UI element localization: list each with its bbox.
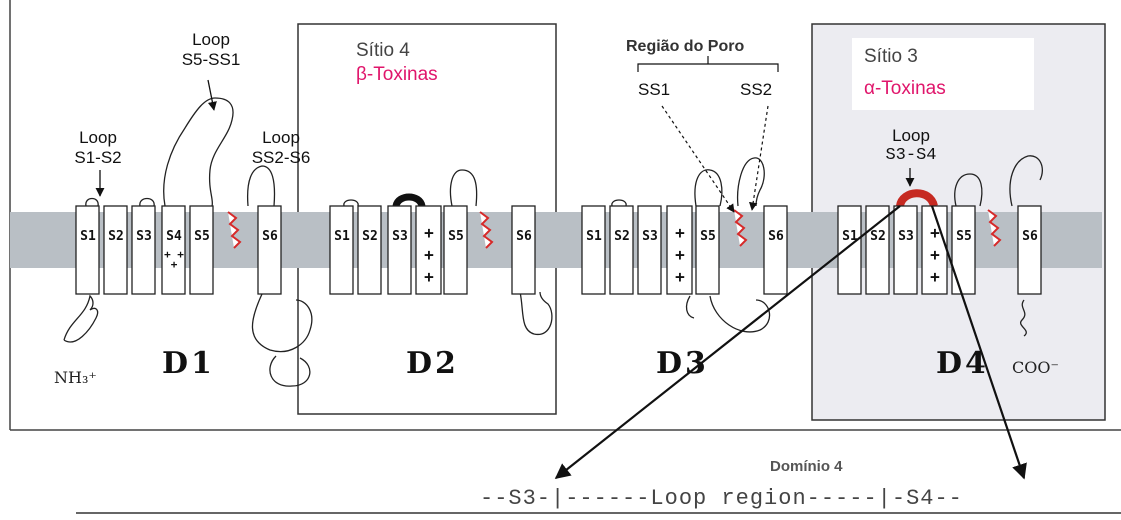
pore-ss1-label: SS1 xyxy=(638,80,670,100)
d2-s4-charges: + + + xyxy=(419,222,439,288)
d3-s1-label: S1 xyxy=(584,230,604,243)
site3-toxin: α-Toxinas xyxy=(864,78,946,100)
site4-title: Sítio 4 xyxy=(356,40,410,62)
d4-s5-label: S5 xyxy=(954,230,974,243)
d2-s2-label: S2 xyxy=(360,230,380,243)
site3-title: Sítio 3 xyxy=(864,46,918,68)
d4-s2-label: S2 xyxy=(868,230,888,243)
pore-region-title: Região do Poro xyxy=(626,38,744,56)
d2-s6-label: S6 xyxy=(514,230,534,243)
d1-s6-label: S6 xyxy=(260,230,280,243)
domain-d2: D2 xyxy=(406,346,459,381)
domain4-caption: Domínio 4 xyxy=(770,458,843,475)
d1-s1-label: S1 xyxy=(78,230,98,243)
d2-s5-label: S5 xyxy=(446,230,466,243)
d2-s1-label: S1 xyxy=(332,230,352,243)
d4-s1-label: S1 xyxy=(840,230,860,243)
sequence-underline xyxy=(76,512,1121,514)
d1-s4-label: S4 xyxy=(164,230,184,243)
domain-d3: D3 xyxy=(656,346,709,381)
sequence-line: --S3-|------Loop region-----|-S4-- xyxy=(480,486,963,511)
c-terminus-label: COO⁻ xyxy=(1012,358,1059,377)
d1-s2-label: S2 xyxy=(106,230,126,243)
domain-d4: D4 xyxy=(936,346,989,381)
d3-s5-label: S5 xyxy=(698,230,718,243)
d1-s3-label: S3 xyxy=(134,230,154,243)
d1-s4-charges: + + + xyxy=(164,250,184,270)
d3-s3-label: S3 xyxy=(640,230,660,243)
d4-s4-charges: + + + xyxy=(925,222,945,288)
d3-s6-label: S6 xyxy=(766,230,786,243)
d3-s4-charges: + + + xyxy=(670,222,690,288)
d2-s3s4-loop xyxy=(396,197,422,206)
d3-s2-label: S2 xyxy=(612,230,632,243)
pore-ss2-label: SS2 xyxy=(740,80,772,100)
domain-d1: D1 xyxy=(162,346,215,381)
d4-s3-label: S3 xyxy=(896,230,916,243)
d1-s5-label: S5 xyxy=(192,230,212,243)
d2-s3-label: S3 xyxy=(390,230,410,243)
d4-s6-label: S6 xyxy=(1020,230,1040,243)
site4-toxin: β-Toxinas xyxy=(356,64,438,86)
n-terminus-label: NH₃⁺ xyxy=(54,368,97,387)
